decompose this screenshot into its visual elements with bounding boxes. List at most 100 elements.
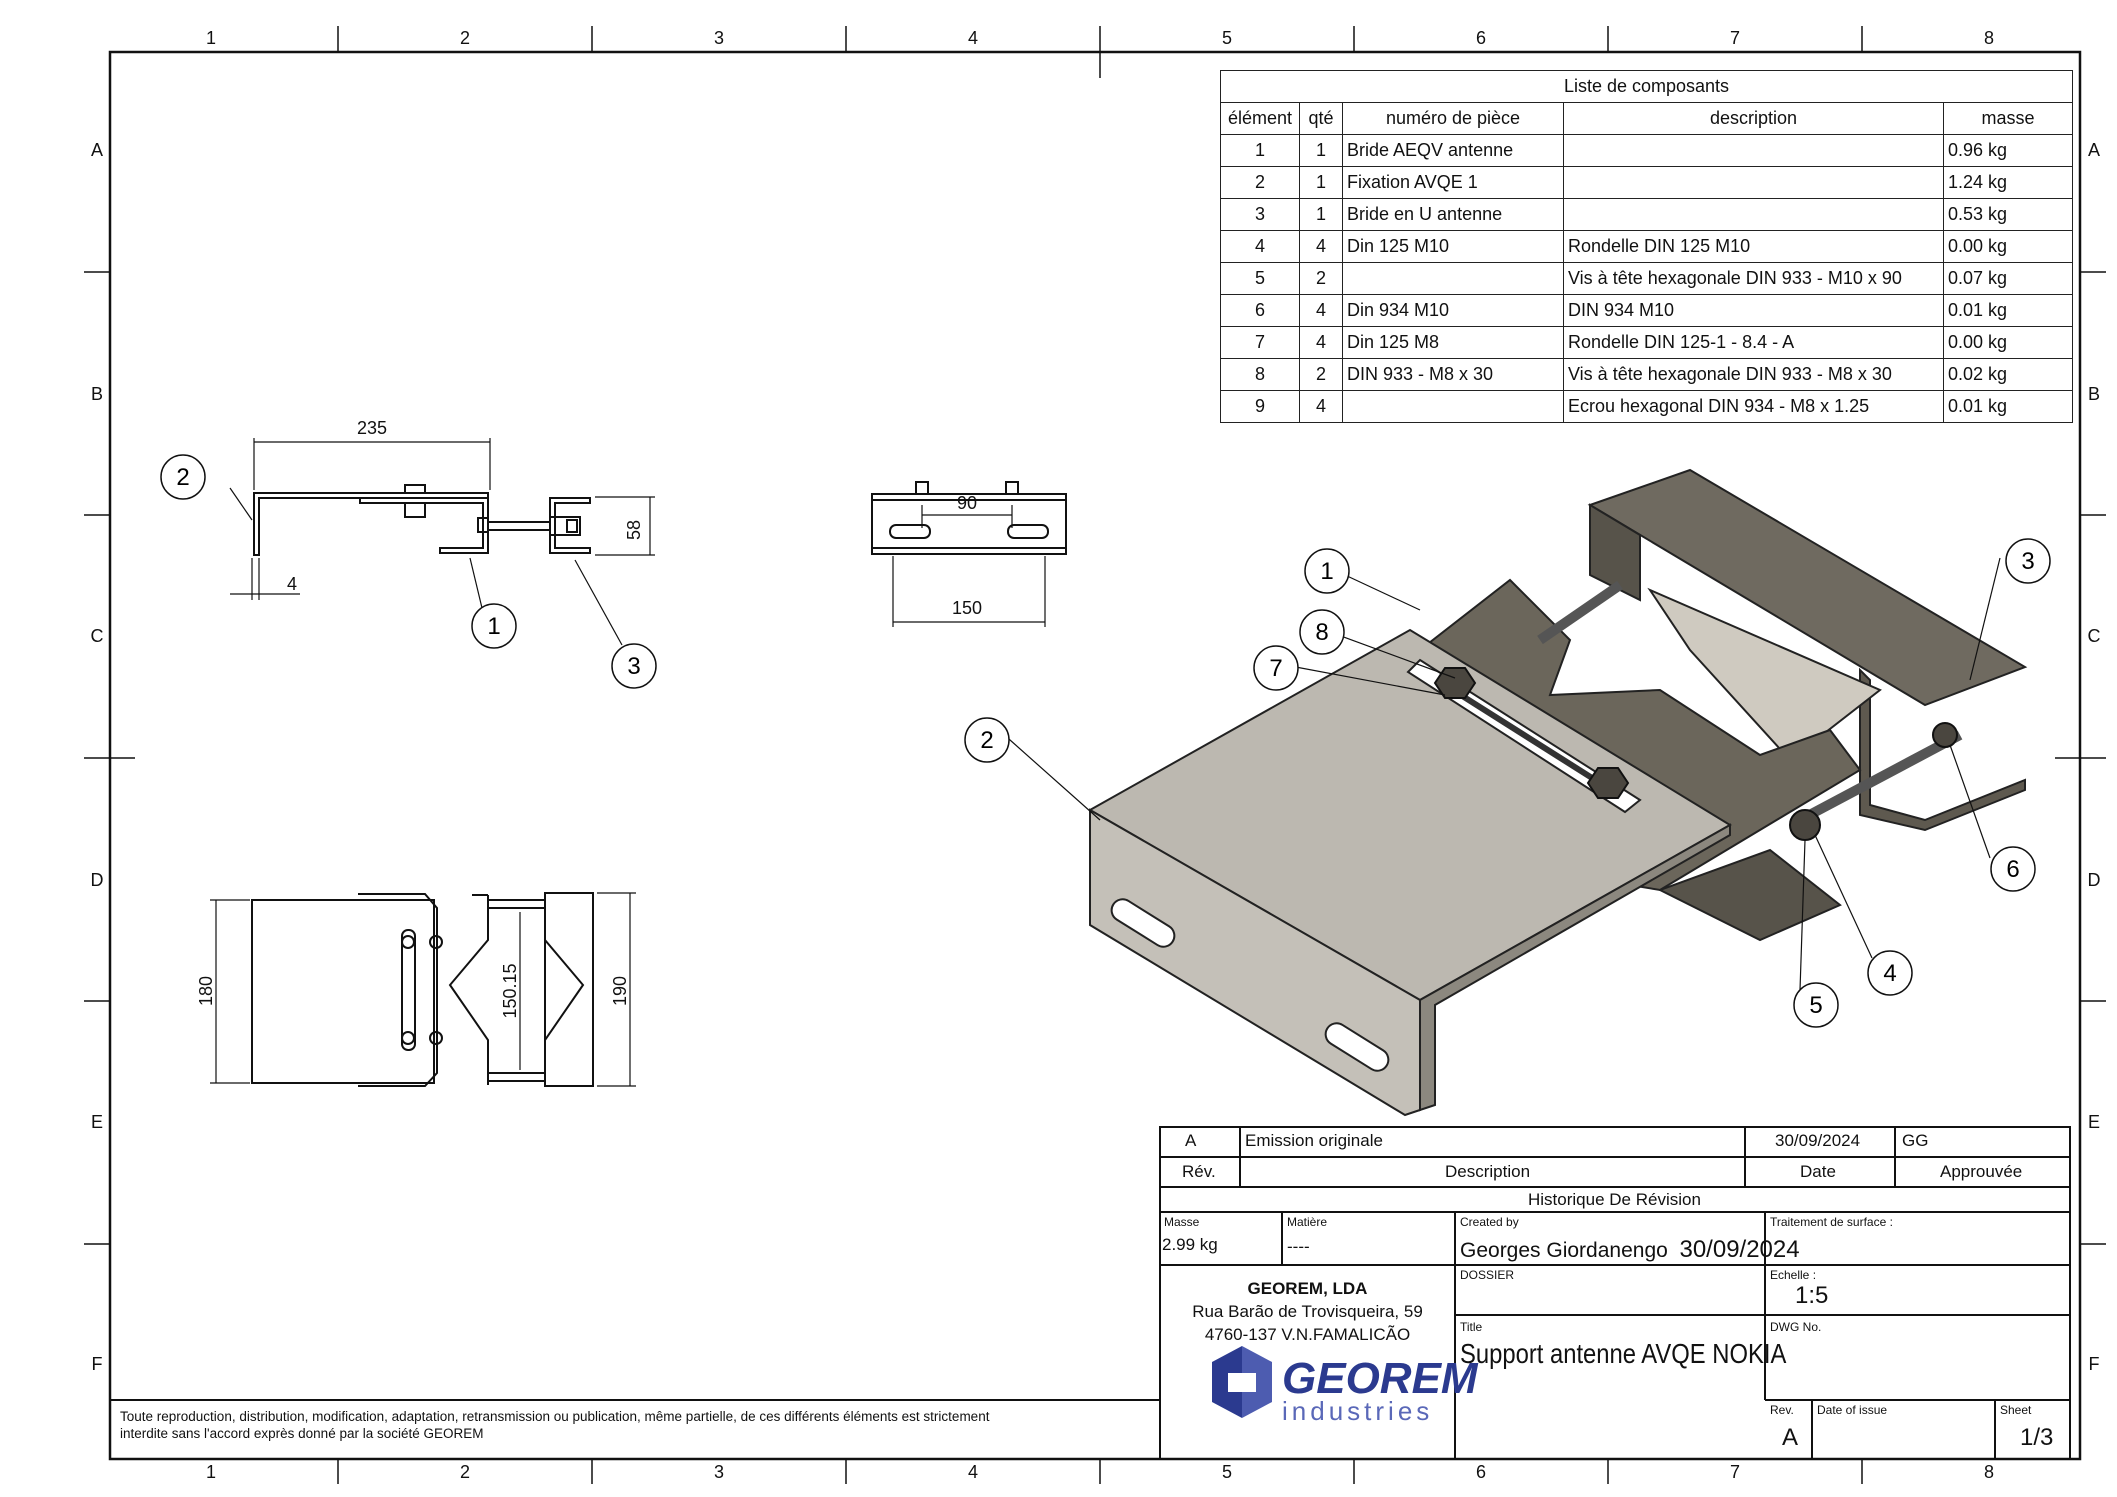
clamp-side [1589,503,1641,602]
zone-row-label: D [2088,870,2101,890]
dim-height: 58 [624,520,644,540]
zone-column-label: 2 [460,1462,470,1482]
bolt-shaft [1443,682,1602,786]
bom-header-cell: qté [1299,102,1343,135]
bom-cell: 0.53 kg [1943,198,2073,231]
balloon [160,454,206,500]
zone-column-label: 7 [1730,1462,1740,1482]
bom-cell [1342,390,1564,423]
zone-column-label: 4 [968,1462,978,1482]
company-address-1: Rua Barão de Trovisqueira, 59 [1192,1302,1423,1321]
balloon [1990,846,2036,892]
bom-cell [1563,198,1944,231]
zone-column-label: 4 [968,28,978,48]
echelle-label: Echelle : [1770,1268,1817,1282]
balloon [611,643,657,689]
copyright-notice-2: interdite sans l'accord exprès donné par… [120,1426,484,1441]
balloon-label: 7 [1269,655,1282,682]
surface-label: Traitement de surface : [1770,1215,1893,1229]
balloon-label: 8 [1315,619,1328,646]
zone-column-label: 1 [206,28,216,48]
created-by: Georges Giordanengo 30/09/2024 [1460,1236,1800,1263]
balloon-label: 4 [1883,960,1896,987]
zone-column-label: 6 [1476,28,1486,48]
leader-lines [1000,557,2001,991]
rev-header-date: Date [1800,1162,1836,1181]
bom-cell: 6 [1220,294,1300,327]
bom-cell: 1 [1299,198,1343,231]
bom-cell: 1 [1299,166,1343,199]
rev-description: Emission originale [1245,1131,1383,1150]
date-of-issue-label: Date of issue [1817,1403,1888,1417]
bom-cell [1563,134,1944,167]
zone-column-label: 5 [1222,28,1232,48]
zone-column-label: 8 [1984,1462,1994,1482]
zone-column-label: 3 [714,28,724,48]
bom-cell: 0.07 kg [1943,262,2073,295]
bom-cell: 0.96 kg [1943,134,2073,167]
side-view [253,484,591,556]
bom-cell: Din 125 M8 [1342,326,1564,359]
dim-width: 235 [357,418,387,438]
bom-cell: 4 [1299,326,1343,359]
bom-cell: 3 [1220,198,1300,231]
bom-cell: Bride AEQV antenne [1342,134,1564,167]
clamp-top-flange [1587,468,2028,707]
bom-cell [1563,166,1944,199]
copyright-notice-1: Toute reproduction, distribution, modifi… [120,1409,990,1424]
dim-plan-height: 180 [196,976,216,1006]
rev-label: Rev. [1770,1403,1794,1417]
bom-cell: Din 934 M10 [1342,294,1564,327]
bom-cell: 1 [1220,134,1300,167]
front-view [871,481,1067,555]
title-label: Title [1460,1320,1483,1334]
balloon [1867,950,1913,996]
dim-clamp-inner: 150.15 [500,963,520,1018]
bom-cell: 8 [1220,358,1300,391]
sheet-value: 1/3 [2020,1424,2054,1451]
balloon [1299,609,1345,655]
bom-cell: 0.01 kg [1943,390,2073,423]
balloon-label: 2 [980,727,993,754]
balloon [1793,982,1839,1028]
echelle-value: 1:5 [1795,1282,1829,1309]
masse-label: Masse [1164,1215,1200,1229]
bom-cell: 4 [1299,390,1343,423]
plan-view [251,892,594,1087]
company-name: GEOREM, LDA [1247,1279,1368,1298]
zone-row-label: A [2088,140,2100,160]
bom-cell: DIN 934 M10 [1563,294,1944,327]
matiere-value: ---- [1287,1237,1310,1256]
dossier-label: DOSSIER [1460,1268,1515,1282]
bom-cell: 1 [1299,134,1343,167]
nut-6 [1932,722,1958,748]
bom-cell: Fixation AVQE 1 [1342,166,1564,199]
bom-cell: Rondelle DIN 125-1 - 8.4 - A [1563,326,1944,359]
company-address-2: 4760-137 V.N.FAMALICÃO [1204,1325,1411,1344]
bom-cell: Din 125 M10 [1342,230,1564,263]
zone-ticks [84,26,2106,1484]
bom-cell: 0.01 kg [1943,294,2073,327]
balloon-label: 5 [1809,992,1822,1019]
zone-column-label: 1 [206,1462,216,1482]
rev-header-approved: Approuvée [1940,1162,2023,1181]
bom-cell: 0.00 kg [1943,230,2073,263]
front-view-dims [892,505,1046,627]
bom-cell: 2 [1220,166,1300,199]
bom-cell [1342,262,1564,295]
dim-thickness: 4 [287,574,297,594]
threaded-rod-top [1537,580,1623,645]
bom-cell: 0.00 kg [1943,326,2073,359]
bom-cell: Vis à tête hexagonale DIN 933 - M8 x 30 [1563,358,1944,391]
created-label: Created by [1460,1215,1519,1229]
zone-row-label: F [92,1354,103,1374]
zone-row-label: C [2088,626,2101,646]
dim-slot-spacing: 90 [957,493,977,513]
